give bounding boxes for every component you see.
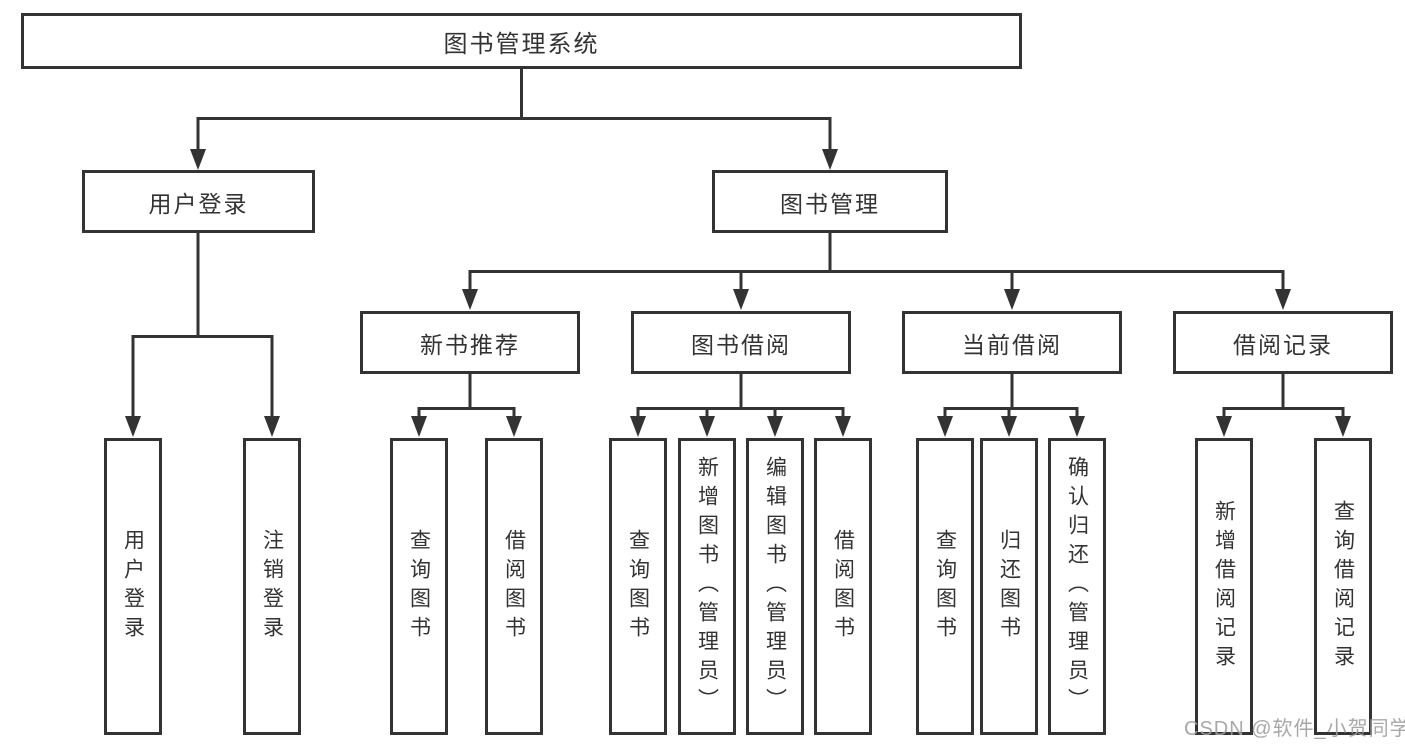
connector-book-management-split: [462, 233, 1291, 310]
leaf-records-query-record: 查询借阅记录: [1314, 438, 1372, 735]
leaf-label: 注销登录: [260, 528, 284, 645]
node-new-book-recommendation: 新书推荐: [360, 311, 580, 374]
leaf-recommend-borrow-book: 借阅图书: [485, 438, 543, 735]
leaf-label: 查询借阅记录: [1331, 499, 1355, 674]
arrowhead: [1216, 416, 1232, 437]
leaf-label: 确认归还（管理员）: [1065, 456, 1089, 717]
leaf-label: 新增图书（管理员）: [695, 456, 719, 717]
arrowhead: [822, 149, 838, 170]
arrowhead: [699, 416, 715, 437]
arrowhead: [1069, 416, 1085, 437]
node-book-borrowing: 图书借阅: [631, 311, 851, 374]
arrowhead: [767, 416, 783, 437]
arrowhead: [1275, 289, 1291, 310]
leaf-label: 借阅图书: [831, 528, 855, 645]
leaf-label: 编辑图书（管理员）: [763, 456, 787, 717]
arrowhead: [190, 149, 206, 170]
connector-root-split: [190, 68, 838, 170]
csdn-watermark: CSDN @软件_小贺同学: [1184, 718, 1405, 740]
leaf-user-login: 用户登录: [104, 438, 162, 735]
leaf-label: 查询图书: [626, 528, 650, 645]
leaf-label: 新增借阅记录: [1212, 499, 1236, 674]
leaf-records-add-record: 新增借阅记录: [1195, 438, 1253, 735]
leaf-recommend-query-books: 查询图书: [390, 438, 448, 735]
leaf-borrow-borrow-book: 借阅图书: [814, 438, 872, 735]
leaf-label: 查询图书: [407, 528, 431, 645]
connector-user-login-split: [125, 233, 280, 437]
arrowhead: [1001, 416, 1017, 437]
leaf-label: 查询图书: [933, 528, 957, 645]
leaf-label: 归还图书: [997, 528, 1021, 645]
arrowhead: [630, 416, 646, 437]
arrowhead: [1335, 416, 1351, 437]
leaf-borrow-query-books: 查询图书: [609, 438, 667, 735]
connector-recommend-split: [411, 374, 522, 437]
arrowhead: [411, 416, 427, 437]
arrowhead: [733, 289, 749, 310]
arrowhead: [835, 416, 851, 437]
arrowhead: [1004, 289, 1020, 310]
leaf-label: 借阅图书: [502, 528, 526, 645]
arrowhead: [125, 416, 141, 437]
arrowhead: [506, 416, 522, 437]
node-borrowing-records: 借阅记录: [1173, 311, 1393, 374]
leaf-logout: 注销登录: [243, 438, 301, 735]
leaf-label: 用户登录: [121, 528, 145, 645]
node-user-login: 用户登录: [82, 170, 315, 233]
connector-current-split: [937, 374, 1085, 437]
connector-records-split: [1216, 374, 1351, 437]
connector-borrowing-split: [630, 374, 851, 437]
leaf-current-confirm-return-admin: 确认归还（管理员）: [1048, 438, 1106, 735]
arrowhead: [462, 289, 478, 310]
node-root: 图书管理系统: [21, 13, 1022, 69]
node-book-management: 图书管理: [712, 170, 948, 233]
arrowhead: [937, 416, 953, 437]
leaf-current-query-books: 查询图书: [916, 438, 974, 735]
leaf-borrow-add-book-admin: 新增图书（管理员）: [678, 438, 736, 735]
arrowhead: [264, 416, 280, 437]
node-current-borrowing: 当前借阅: [902, 311, 1122, 374]
leaf-borrow-edit-book-admin: 编辑图书（管理员）: [746, 438, 804, 735]
leaf-current-return-book: 归还图书: [980, 438, 1038, 735]
